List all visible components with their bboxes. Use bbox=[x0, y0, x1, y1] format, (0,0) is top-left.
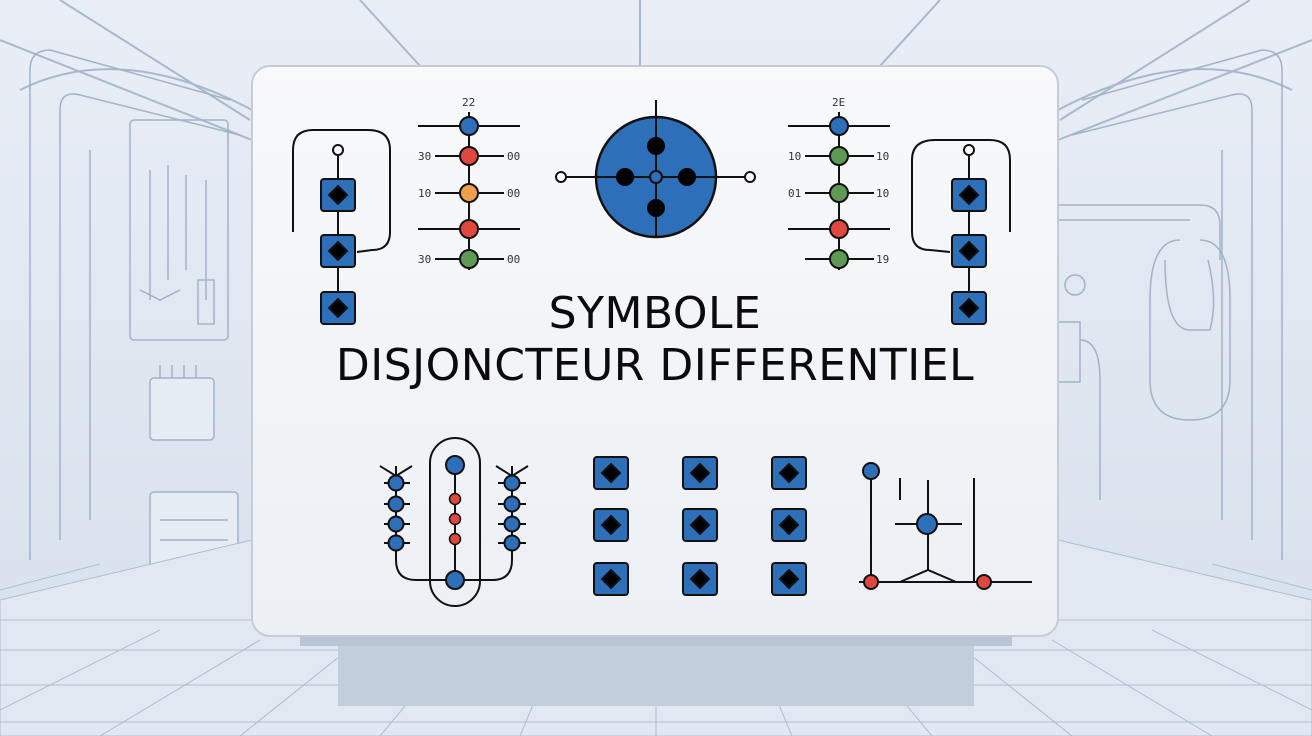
grid-symbol bbox=[593, 456, 629, 490]
node-red bbox=[829, 219, 849, 239]
fuse-symbol bbox=[951, 178, 987, 212]
title-line-1: SYMBOLE bbox=[548, 288, 762, 339]
symbol-grid bbox=[593, 456, 807, 596]
node-green bbox=[459, 249, 479, 269]
grid-symbol bbox=[771, 562, 807, 596]
node-orange bbox=[459, 183, 479, 203]
grid-symbol bbox=[771, 456, 807, 490]
branch-schematic bbox=[859, 462, 1032, 590]
ladder-label: 00 bbox=[507, 187, 520, 200]
differential-circle-symbol bbox=[555, 100, 756, 239]
node-green bbox=[829, 249, 849, 269]
ladder-label: 00 bbox=[507, 253, 520, 266]
ladder-label: 22 bbox=[462, 96, 475, 109]
ladder-label: 2E bbox=[832, 96, 845, 109]
grid-symbol bbox=[682, 508, 718, 542]
grid-symbol bbox=[682, 456, 718, 490]
node-blue bbox=[459, 116, 479, 136]
bracket-diagram-right bbox=[911, 139, 1011, 325]
node-blue bbox=[829, 116, 849, 136]
fuse-symbol bbox=[951, 291, 987, 325]
bracket-diagram-left bbox=[292, 129, 391, 325]
ladder-diagram-right: 2E 10 01 10 10 19 bbox=[788, 96, 890, 270]
ladder-label: 10 bbox=[418, 187, 431, 200]
ladder-label: 10 bbox=[788, 150, 801, 163]
ladder-diagram-left: 22 30 10 30 00 00 00 bbox=[418, 96, 520, 270]
board-title: SYMBOLE DISJONCTEUR DIFFERENTIEL bbox=[252, 288, 1058, 392]
grid-symbol bbox=[593, 562, 629, 596]
ladder-label: 30 bbox=[418, 150, 431, 163]
ladder-label: 00 bbox=[507, 150, 520, 163]
multipole-schematic bbox=[379, 437, 529, 607]
fuse-symbol bbox=[320, 291, 356, 325]
grid-symbol bbox=[682, 562, 718, 596]
fuse-symbol bbox=[951, 234, 987, 268]
node-red bbox=[459, 219, 479, 239]
ladder-label: 19 bbox=[876, 253, 889, 266]
ladder-label: 10 bbox=[876, 187, 889, 200]
fuse-symbol bbox=[320, 178, 356, 212]
grid-symbol bbox=[593, 508, 629, 542]
ladder-label: 01 bbox=[788, 187, 801, 200]
ladder-label: 10 bbox=[876, 150, 889, 163]
node-green bbox=[829, 146, 849, 166]
ladder-label: 30 bbox=[418, 253, 431, 266]
fuse-symbol bbox=[320, 234, 356, 268]
title-line-2: DISJONCTEUR DIFFERENTIEL bbox=[335, 340, 975, 391]
node-green bbox=[829, 183, 849, 203]
node-red bbox=[459, 146, 479, 166]
grid-symbol bbox=[771, 508, 807, 542]
